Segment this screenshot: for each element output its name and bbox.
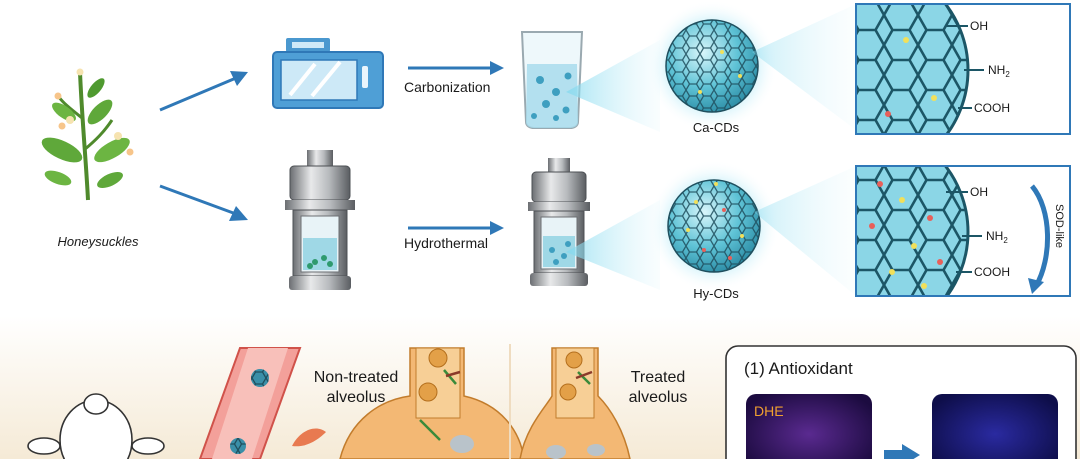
non-treated-alveolus-icon — [339, 347, 525, 459]
split-arrows — [159, 71, 248, 221]
group-oh-hy: OH — [970, 185, 988, 199]
honeysuckle-plant-icon — [41, 68, 134, 201]
treated-alveolus-icon — [519, 347, 631, 459]
treated-label-line2: alveolus — [629, 389, 688, 406]
source-label: Honeysuckles — [58, 234, 139, 249]
non-treated-label-line1: Non-treated — [314, 369, 399, 386]
beaker-icon — [520, 31, 584, 129]
result-arrow — [884, 444, 920, 459]
muffle-furnace-icon — [272, 38, 384, 109]
non-treated-label-line2: alveolus — [327, 389, 386, 406]
stain-label: DHE — [754, 403, 784, 419]
mouse-icon — [27, 393, 165, 459]
zoom-beam-ca-panel — [752, 4, 856, 130]
process-arrows — [408, 61, 504, 235]
autoclave-icon — [285, 150, 355, 290]
zoom-beam-hy-panel — [754, 166, 856, 296]
ca-cd-sphere-icon — [646, 0, 778, 132]
group-nh2-ca: NH2 — [988, 63, 1010, 79]
hy-cd-sphere-icon — [648, 160, 780, 292]
panel-title: (1) Antioxidant — [744, 359, 853, 378]
method-label-hydrothermal: Hydrothermal — [404, 235, 488, 251]
hy-surface-zoom-panel — [855, 165, 1071, 297]
group-oh-ca: OH — [970, 19, 988, 33]
blood-vessel-icon — [198, 347, 326, 459]
zoom-beam-ca — [566, 40, 660, 132]
product-label-hy: Hy-CDs — [693, 286, 739, 301]
dhe-image-untreated — [746, 394, 872, 459]
product-label-ca: Ca-CDs — [693, 120, 740, 135]
method-label-carbonization: Carbonization — [404, 79, 490, 95]
group-cooh-hy: COOH — [974, 265, 1010, 279]
group-cooh-ca: COOH — [974, 101, 1010, 115]
sod-like-label: SOD-like — [1053, 204, 1065, 248]
dhe-image-treated — [932, 394, 1058, 459]
treated-label-line1: Treated — [631, 369, 686, 386]
zoom-beam-hy — [566, 200, 660, 290]
group-nh2-hy: NH2 — [986, 229, 1008, 245]
ca-surface-zoom-panel — [855, 3, 1071, 135]
reactor-vessel-icon — [528, 158, 590, 286]
